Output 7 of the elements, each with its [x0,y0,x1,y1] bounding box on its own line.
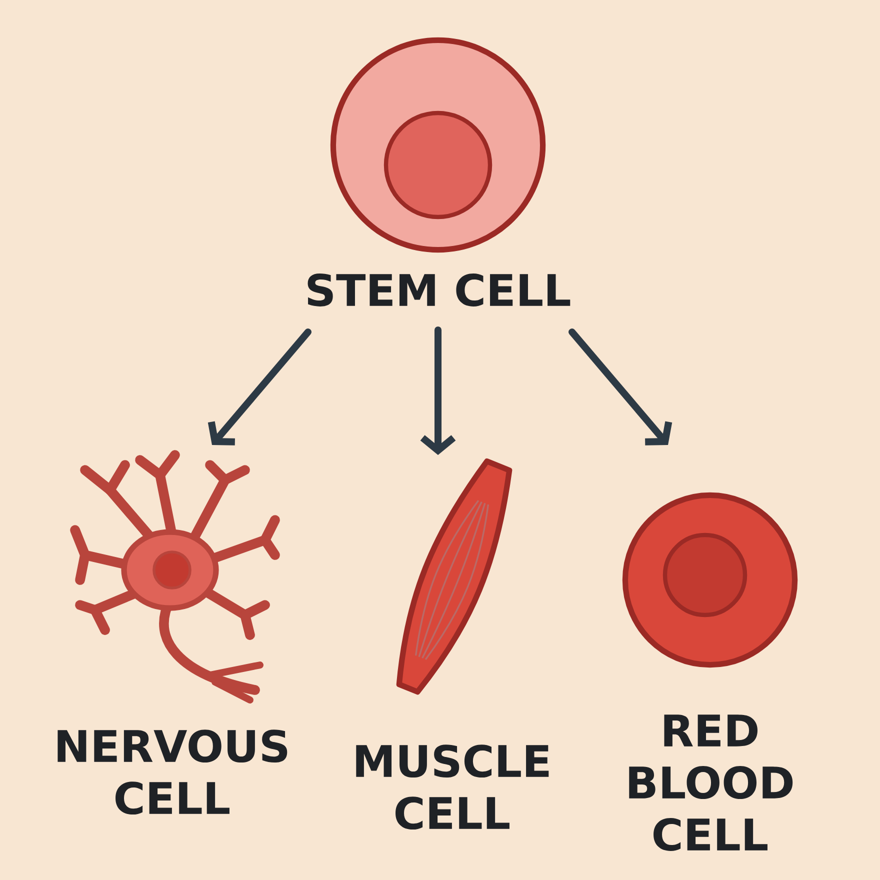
cell-label: NERVOUS CELL [58,730,288,815]
arrow [208,328,312,446]
cell-label: STEM CELL [308,274,570,306]
arrow [568,328,672,446]
cell-label: MUSCLE CELL [356,744,549,830]
arrow [420,326,456,455]
cell-label: RED BLOOD CELL [629,714,793,851]
